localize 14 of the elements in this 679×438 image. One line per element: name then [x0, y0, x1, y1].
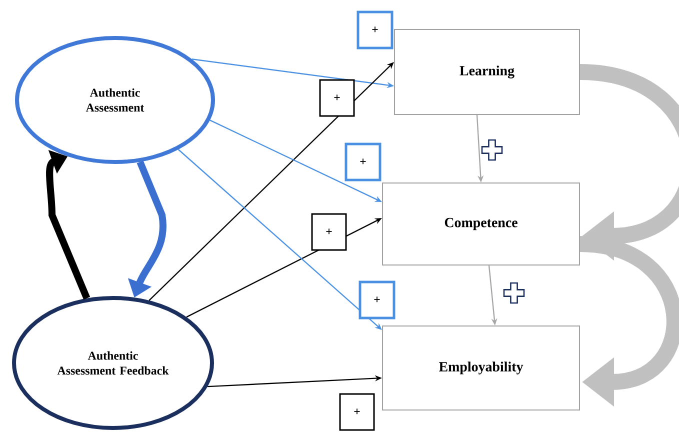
edge-label: +: [319, 79, 355, 117]
process-box: Learning: [394, 29, 580, 115]
process-box: Competence: [382, 182, 580, 266]
arrow: [579, 64, 679, 261]
edge-label: +: [311, 213, 347, 251]
edge-label: +: [344, 142, 382, 182]
edge-label: +: [358, 280, 396, 320]
arrow: [46, 150, 90, 300]
edge-label: +: [339, 393, 375, 431]
ellipse-node: Authentic Assessment Feedback: [12, 296, 214, 430]
arrow: [148, 62, 394, 301]
ellipse-node: Authentic Assessment: [15, 36, 215, 164]
process-box: Employability: [382, 326, 580, 410]
edge-label: +: [356, 10, 394, 50]
